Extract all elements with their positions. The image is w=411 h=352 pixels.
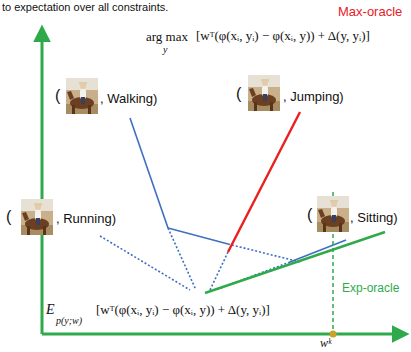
oracle-title: Max-oracle — [338, 5, 402, 19]
formula-subscript: y — [163, 44, 167, 55]
image-thumbnails — [21, 75, 349, 235]
tuple-paren: ( — [307, 206, 312, 224]
action-label: , Running) — [56, 212, 116, 226]
formula-operator: arg max — [146, 30, 188, 44]
tuple-paren: ( — [236, 85, 241, 103]
constraint-lines — [100, 112, 385, 293]
iterate-label: wᵏ — [320, 337, 331, 350]
action-label: , Jumping) — [283, 90, 344, 104]
tuple-paren: ( — [55, 87, 60, 105]
formula: [wᵀ(φ(xᵢ, yᵢ) − φ(xᵢ, y)) + Δ(y, yᵢ)] — [196, 29, 370, 43]
formula-subscript: p(y;w) — [56, 315, 82, 326]
axes — [42, 28, 406, 334]
formula-operator: E — [46, 302, 55, 317]
action-label: , Sitting) — [350, 211, 398, 225]
oracle-title: Exp-oracle — [342, 282, 399, 295]
action-label: , Walking) — [100, 92, 157, 106]
slide-note: to expectation over all constraints. — [2, 1, 168, 13]
tuple-paren: ( — [6, 208, 11, 226]
formula: [wᵀ(φ(xᵢ, yᵢ) − φ(xᵢ, y)) + Δ(y, yᵢ)] — [96, 303, 270, 317]
